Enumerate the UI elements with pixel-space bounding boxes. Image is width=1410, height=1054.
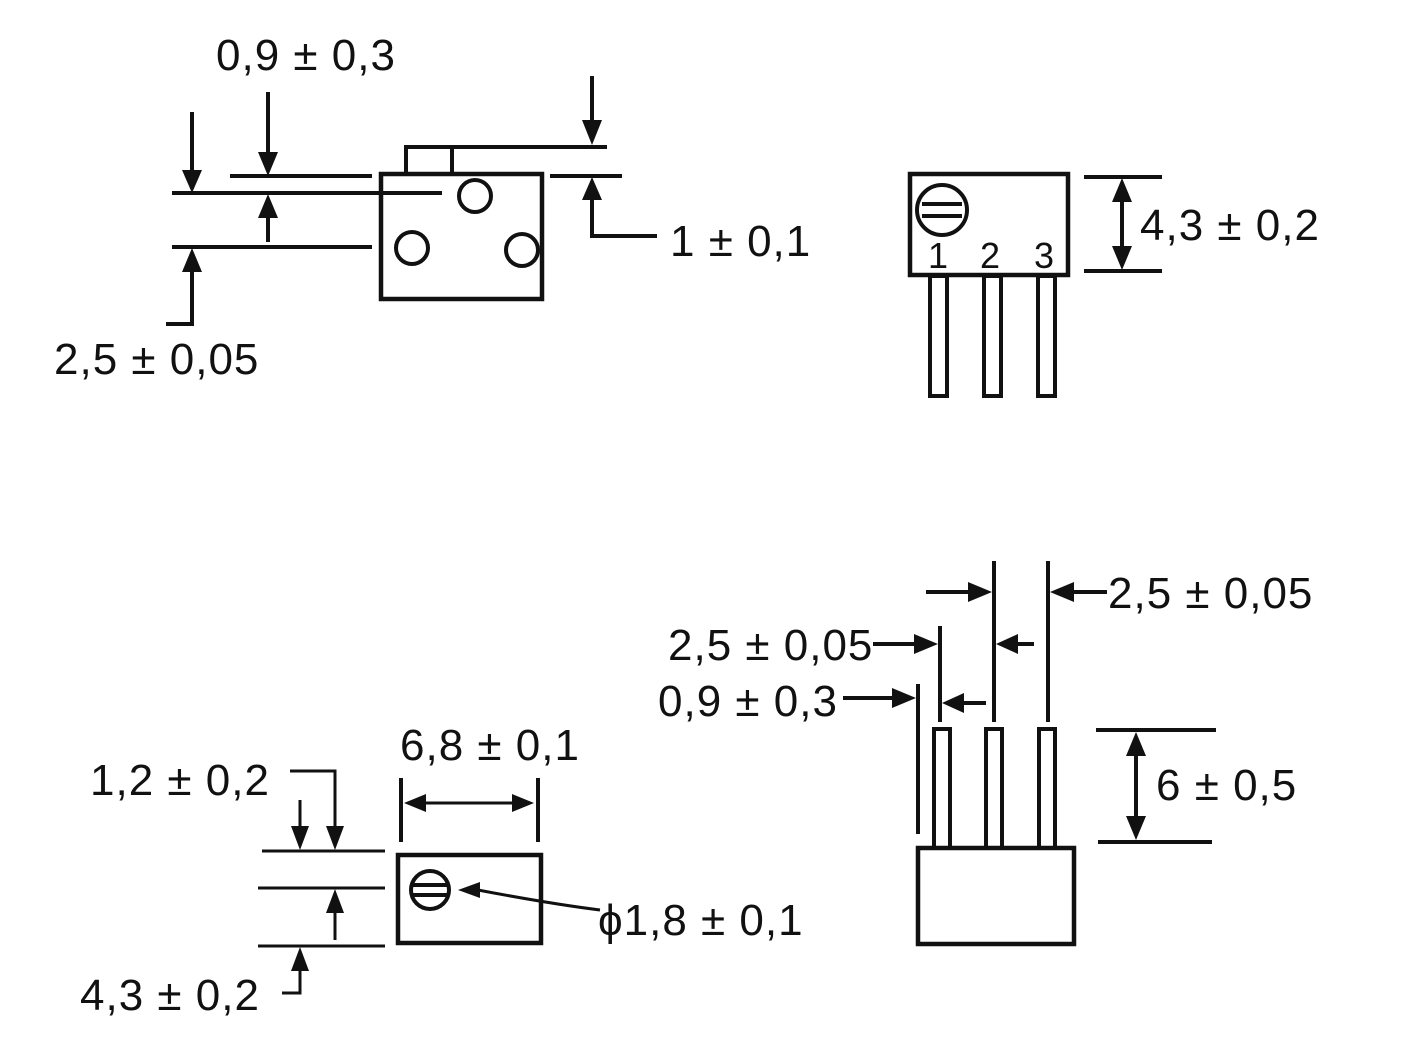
arrowhead-pitch-up-lower	[182, 248, 202, 272]
pin-label-2: 2	[980, 235, 1000, 276]
pin-2	[982, 274, 1003, 398]
label-height: 4,3 ± 0,2	[1140, 201, 1320, 250]
arrowhead-pinlen-down	[1126, 816, 1146, 840]
arrowhead-pinw-right	[892, 688, 916, 708]
label-width: 4,3 ± 0,2	[80, 971, 260, 1020]
label-pitch-right: 2,5 ± 0,05	[1108, 569, 1313, 618]
arrowhead-pitch-mid-left	[996, 634, 1018, 654]
arrowhead-length-left	[404, 794, 426, 812]
adjuster-screw-icon	[915, 183, 969, 237]
arrowhead-pinw-left	[942, 693, 964, 713]
arrowhead-width-up-lower	[291, 947, 309, 971]
leader-width	[282, 970, 302, 995]
label-adjuster-offset: 1,2 ± 0,2	[90, 756, 270, 805]
pin-label-1: 1	[928, 235, 948, 276]
pin-hole-2	[394, 230, 430, 266]
label-adjuster-diameter: ϕ1,8 ± 0,1	[598, 896, 804, 945]
arrowhead-pitch-mid-right	[914, 634, 938, 654]
pin-hole-3	[504, 232, 540, 268]
label-overhang: 1 ± 0,1	[670, 217, 811, 266]
pin-1	[928, 274, 949, 398]
arrowhead-offset-right	[326, 826, 344, 850]
arrowhead-overhang-down	[582, 120, 602, 145]
top-right-view: 1 2 3 4,3 ± 0,2	[907, 171, 1320, 398]
label-pin-length: 6 ± 0,5	[1156, 761, 1297, 810]
pin-bottom-1	[932, 727, 952, 850]
bottom-left-view: 6,8 ± 0,1 1,2 ± 0,2 4,3 ± 0,2 ϕ1,8 ± 0,1	[80, 721, 804, 1020]
component-body-top	[395, 852, 544, 946]
label-pitch-left: 2,5 ± 0,05	[668, 621, 873, 670]
adjuster-tab	[404, 145, 607, 176]
arrowhead-pitch-up	[258, 194, 278, 218]
arrowhead-pitch-top-left	[1050, 582, 1074, 602]
leader-offset	[290, 769, 337, 830]
label-pin-width-top: 0,9 ± 0,3	[216, 31, 396, 80]
arrowhead-length-right	[512, 794, 534, 812]
arrowhead-width-up	[326, 889, 344, 913]
pin-bottom-3	[1037, 727, 1057, 850]
arrowhead-pitch-down	[182, 170, 202, 193]
label-pitch-top-left: 2,5 ± 0,05	[54, 335, 259, 384]
bottom-right-view: 2,5 ± 0,05 2,5 ± 0,05 0,9 ± 0,3 6 ± 0,5	[658, 561, 1313, 947]
component-body-front	[907, 171, 1071, 278]
arrowhead-overhang-up	[582, 177, 602, 200]
leader-overhang	[590, 196, 657, 238]
arrowhead-pinlen-up	[1126, 732, 1146, 756]
pin-3	[1036, 274, 1057, 398]
arrowhead-height-down	[1112, 246, 1132, 270]
label-length: 6,8 ± 0,1	[400, 721, 580, 770]
leader-diameter	[477, 888, 601, 912]
adjuster-screw-top-icon	[409, 869, 451, 911]
top-left-view: 0,9 ± 0,3 1 ± 0,1 2,5 ± 0,05	[54, 31, 811, 384]
arrowhead-0-9	[258, 152, 278, 176]
arrowhead-height-up	[1112, 178, 1132, 202]
label-pin-width-bottom: 0,9 ± 0,3	[658, 677, 838, 726]
pin-label-3: 3	[1034, 235, 1054, 276]
component-body-bottom	[915, 845, 1077, 947]
arrowhead-offset-left	[291, 826, 309, 850]
pin-hole-1	[457, 178, 493, 214]
arrowhead-pitch-top-right	[968, 582, 992, 602]
pin-bottom-2	[984, 727, 1004, 850]
arrowhead-diameter	[458, 882, 480, 898]
